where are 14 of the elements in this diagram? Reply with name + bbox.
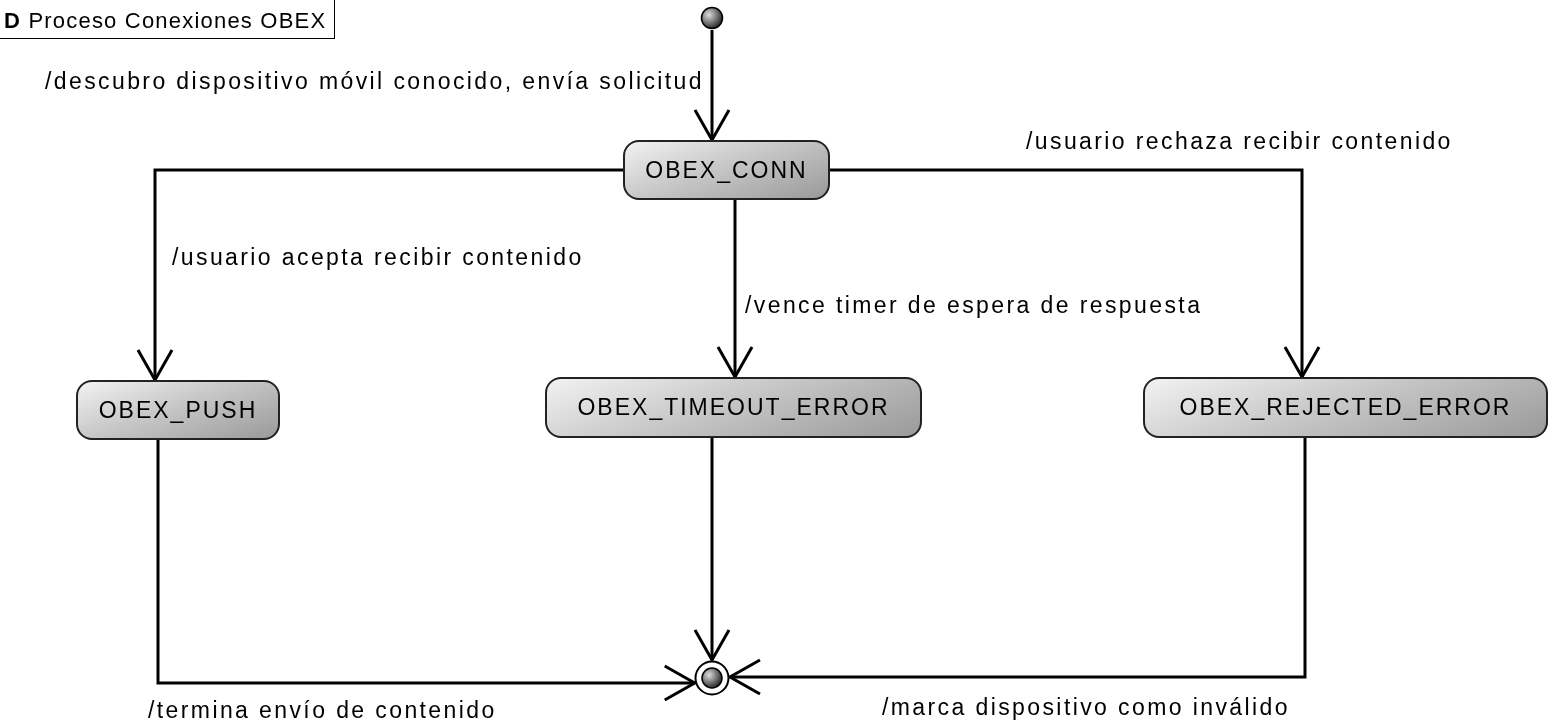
state-box: OBEX_CONN (623, 140, 830, 200)
state-box: OBEX_TIMEOUT_ERROR (545, 377, 922, 438)
transition-arrow (693, 438, 731, 662)
diagram-title: D Proceso Conexiones OBEX (0, 0, 336, 39)
transition-arrow (728, 438, 1307, 696)
transition-arrow (693, 30, 731, 142)
state-box: OBEX_REJECTED_ERROR (1143, 377, 1548, 438)
initial-state (700, 6, 724, 30)
final-state (694, 660, 730, 696)
transition-arrow (136, 168, 623, 382)
transition-arrow (156, 440, 697, 702)
state-box: OBEX_PUSH (76, 380, 280, 440)
transition-arrow (830, 168, 1321, 379)
transition-arrow (716, 200, 754, 379)
